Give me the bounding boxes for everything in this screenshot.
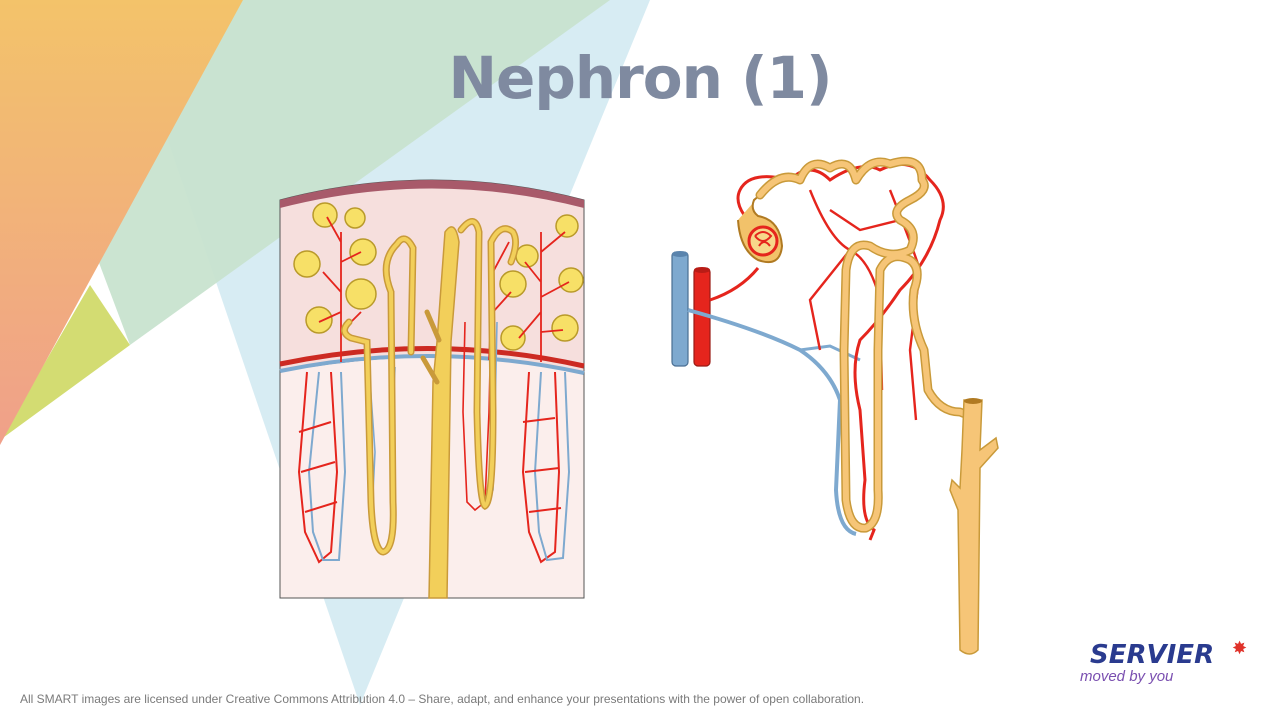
collecting-duct-branch — [420, 309, 442, 385]
venous-return — [687, 308, 857, 536]
collecting-duct — [428, 226, 460, 599]
renal-capsule — [280, 180, 584, 208]
renal-tubule — [755, 156, 975, 533]
glomeruli — [293, 202, 584, 351]
logo-tagline: moved by you — [1080, 668, 1174, 685]
nephron-illustration — [671, 156, 999, 655]
vasa-recta-right — [521, 371, 571, 564]
logo-star-icon: ✸ — [1232, 638, 1248, 658]
license-footer: All SMART images are licensed under Crea… — [20, 692, 865, 706]
bg-orange-triangle — [0, 0, 243, 445]
peritubular-capillaries — [736, 162, 945, 541]
arcuate-artery — [279, 346, 585, 369]
logo-brand: SERVIER — [1090, 640, 1215, 670]
vasa-recta-left — [297, 371, 347, 564]
cortical-arterioles — [318, 216, 570, 362]
arcuate-vein — [279, 354, 585, 375]
afferent-arteriole — [709, 267, 760, 302]
slide-title: Nephron (1) — [448, 44, 833, 112]
loops-of-henle-fill — [342, 219, 518, 555]
cortex-section-illustration — [279, 179, 585, 599]
bg-lime-triangle — [0, 285, 130, 440]
nephron-collecting-duct — [949, 399, 999, 655]
renal-vein — [671, 251, 689, 367]
servier-logo: SERVIER ✸ moved by you — [1080, 638, 1260, 688]
